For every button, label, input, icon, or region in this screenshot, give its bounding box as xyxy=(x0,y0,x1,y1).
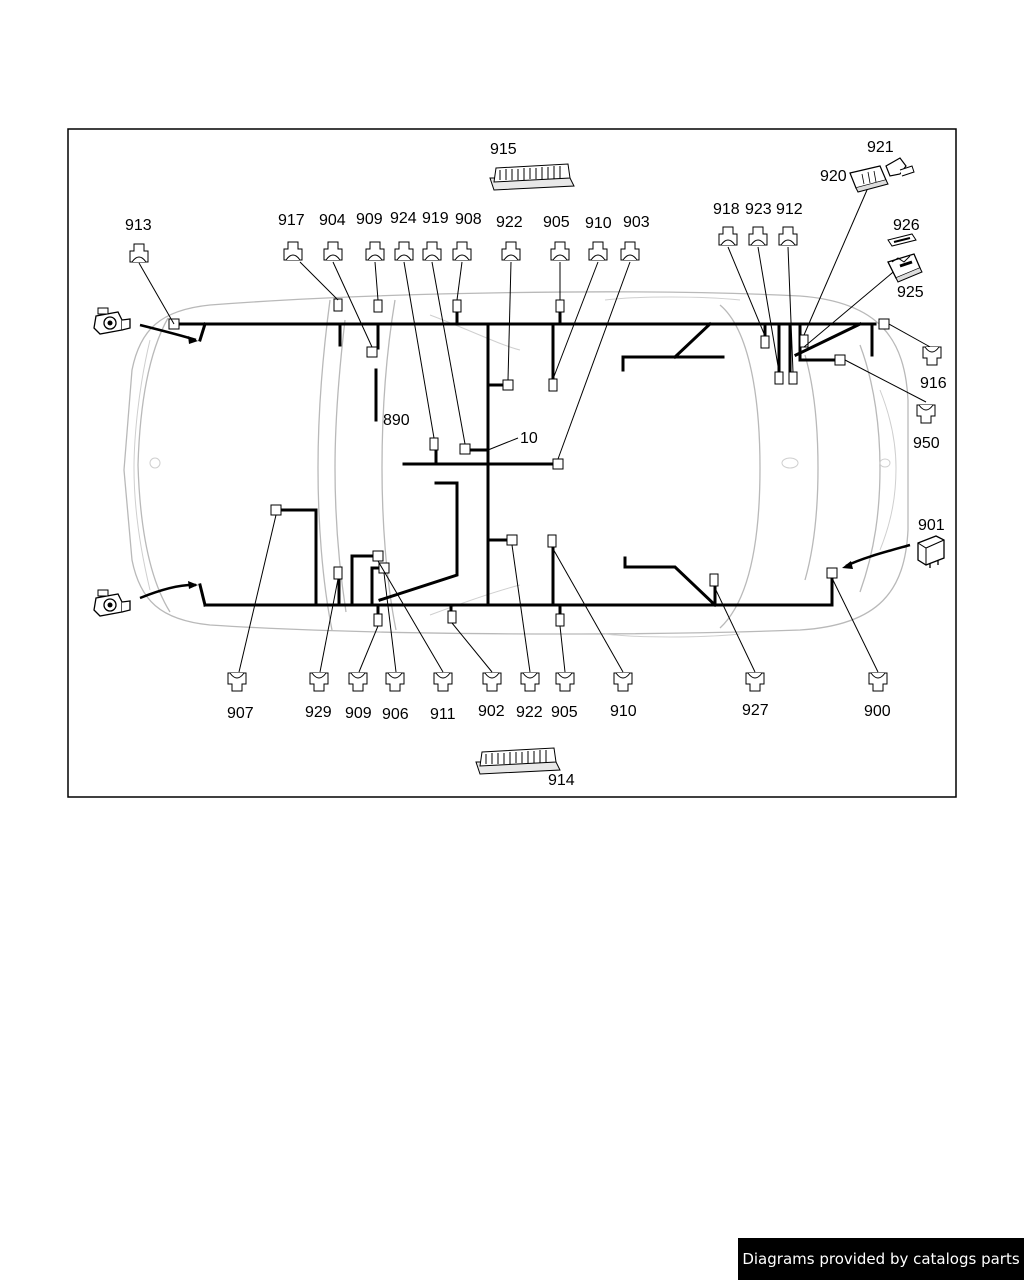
label-919: 919 xyxy=(422,210,449,227)
label-950: 950 xyxy=(913,435,940,452)
leader-lines xyxy=(138,189,933,673)
module-925 xyxy=(887,253,923,283)
label-923: 923 xyxy=(745,201,772,218)
label-925: 925 xyxy=(897,284,924,301)
label-911: 911 xyxy=(430,706,456,723)
label-890: 890 xyxy=(383,412,410,429)
label-904: 904 xyxy=(319,212,346,229)
label-927: 927 xyxy=(742,702,769,719)
label-915: 915 xyxy=(490,141,517,158)
label-916: 916 xyxy=(920,375,947,392)
label-902: 902 xyxy=(478,703,505,720)
label-917: 917 xyxy=(278,212,305,229)
label-913: 913 xyxy=(125,217,152,234)
label-906: 906 xyxy=(382,706,409,723)
label-909-bottom: 909 xyxy=(345,705,372,722)
label-926: 926 xyxy=(893,217,920,234)
label-901: 901 xyxy=(918,517,945,534)
label-924: 924 xyxy=(390,210,417,227)
module-920 xyxy=(849,165,889,193)
label-921: 921 xyxy=(867,139,894,156)
label-910-bottom: 910 xyxy=(610,703,637,720)
part-number-labels: 915 921 920 926 925 913 917 904 909 924 … xyxy=(125,139,947,789)
label-910-top: 910 xyxy=(585,215,612,232)
label-905-bottom: 905 xyxy=(551,704,578,721)
diagram-frame xyxy=(67,128,957,798)
label-922-bottom: 922 xyxy=(516,704,543,721)
block-connector-915 xyxy=(489,163,575,191)
label-912: 912 xyxy=(776,201,803,218)
wiring-harness xyxy=(170,308,877,619)
label-900: 900 xyxy=(864,703,891,720)
label-907: 907 xyxy=(227,705,254,722)
sensor-front-left xyxy=(93,307,131,335)
label-920: 920 xyxy=(820,168,847,185)
connector-symbols xyxy=(129,226,942,692)
module-926 xyxy=(887,233,917,247)
sensor-rear-left xyxy=(93,589,131,617)
label-909-top: 909 xyxy=(356,211,383,228)
label-908: 908 xyxy=(455,211,482,228)
label-914: 914 xyxy=(548,772,575,789)
car-body-outline xyxy=(123,291,909,638)
block-connector-914 xyxy=(475,747,561,775)
label-903: 903 xyxy=(623,214,650,231)
relay-901 xyxy=(917,535,945,568)
label-929: 929 xyxy=(305,704,332,721)
label-922-top: 922 xyxy=(496,214,523,231)
module-921 xyxy=(885,157,915,177)
label-10: 10 xyxy=(520,430,538,447)
label-918: 918 xyxy=(713,201,740,218)
footer-credit: Diagrams provided by catalogs parts xyxy=(738,1238,1024,1280)
label-905-top: 905 xyxy=(543,214,570,231)
